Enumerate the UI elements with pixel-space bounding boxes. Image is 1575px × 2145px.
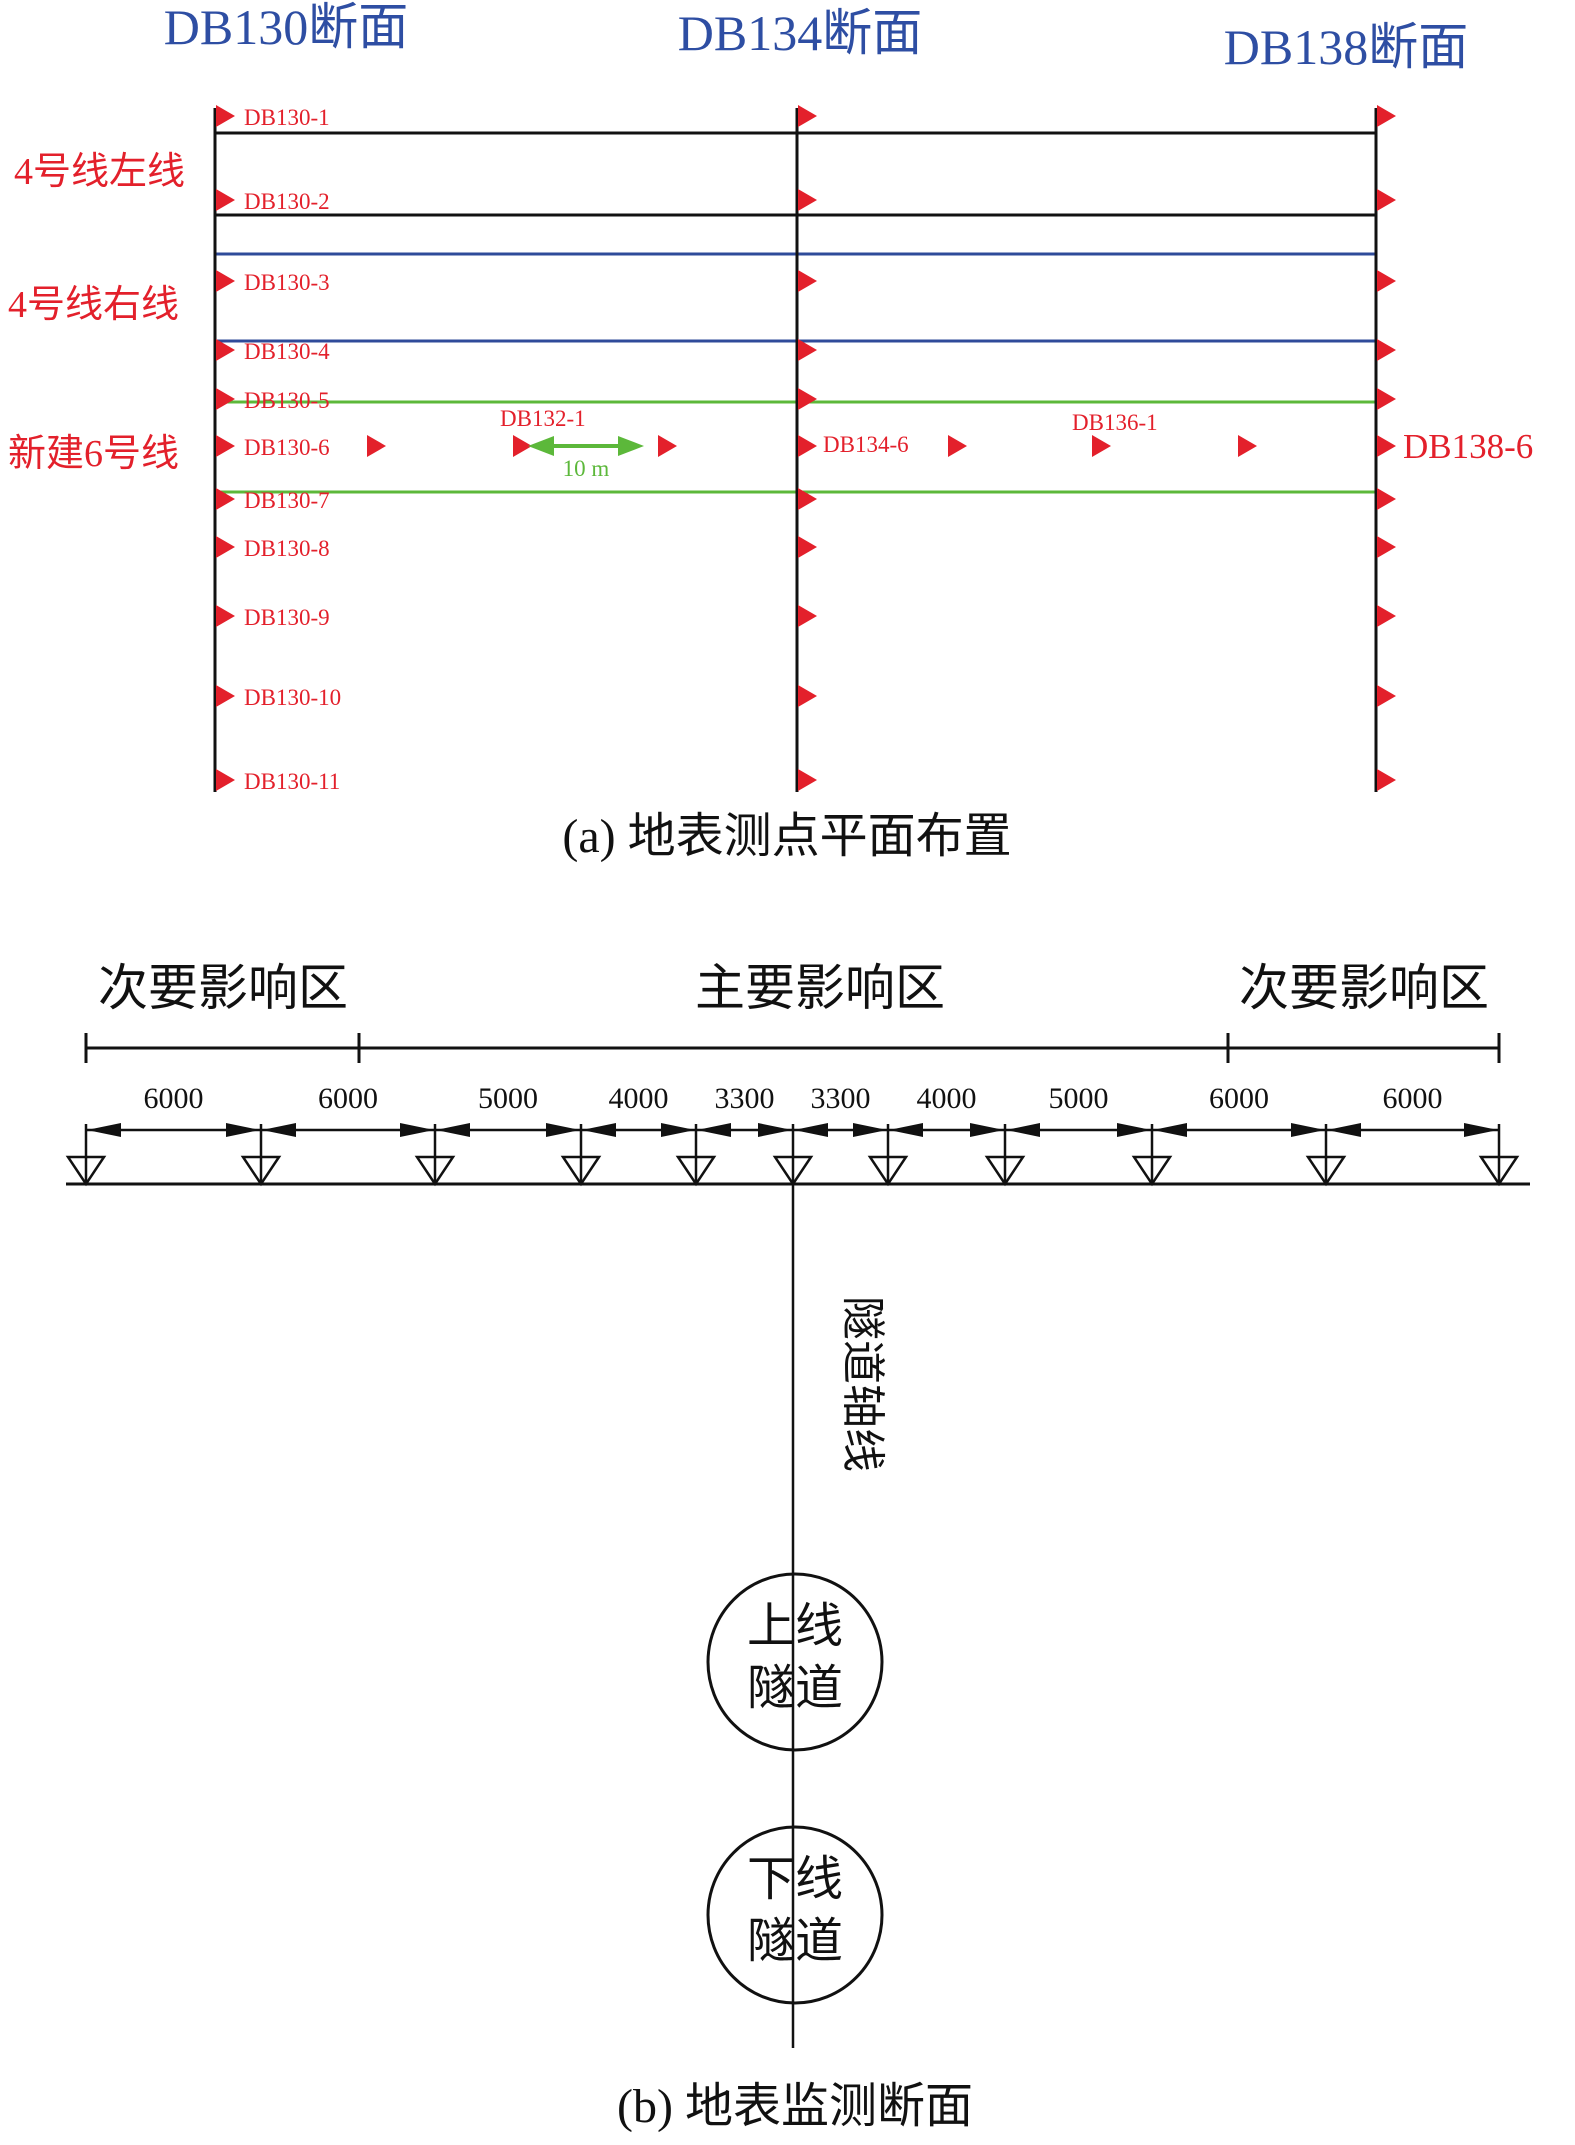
plan-layout: DB130断面 DB134断面 DB138断面 4号线左线 4号线右线 新建6号… (8, 0, 1533, 863)
measuring-point-marker-icon (948, 435, 967, 457)
point-label: DB130-6 (244, 435, 330, 460)
zone-label-primary: 主要影响区 (695, 960, 945, 1016)
point-label: DB130-9 (244, 605, 330, 630)
lower-tunnel-label-1: 下线 (747, 1853, 843, 1906)
measuring-point-marker-icon (798, 435, 817, 457)
measuring-point-marker-icon (798, 189, 817, 211)
measuring-point-marker-icon (216, 605, 235, 627)
measuring-point-marker-icon (1092, 435, 1111, 457)
spacing-value: 6000 (1209, 1082, 1269, 1115)
measuring-point-marker-icon (658, 435, 677, 457)
spacing-value: 4000 (609, 1082, 669, 1115)
measuring-point-marker-icon (1377, 536, 1396, 558)
measuring-point-marker-icon (216, 769, 235, 791)
tunnel-axis-label: 隧道轴线 (838, 1296, 887, 1472)
measuring-point-marker-icon (798, 388, 817, 410)
measuring-point-marker-icon (216, 488, 235, 510)
measuring-point-marker-icon (216, 435, 235, 457)
point-label: DB130-2 (244, 189, 330, 214)
measuring-point-marker-icon (1377, 488, 1396, 510)
measuring-point-marker-icon (1377, 105, 1396, 127)
spacing-value: 5000 (478, 1082, 538, 1115)
measuring-point-marker-icon (798, 769, 817, 791)
point-label-db134-6: DB134-6 (823, 432, 909, 457)
label-line6-new: 新建6号线 (8, 433, 179, 475)
measuring-point-marker-icon (216, 105, 235, 127)
spacing-arrow-icon (528, 436, 644, 456)
measuring-point-marker-icon (1377, 685, 1396, 707)
measuring-point-marker-icon (798, 605, 817, 627)
spacing-value: 6000 (144, 1082, 204, 1115)
measuring-point-marker-icon (216, 388, 235, 410)
measuring-point-marker-icon (1377, 339, 1396, 361)
spacing-label: 10 m (563, 456, 610, 481)
point-label-db138-6: DB138-6 (1403, 427, 1533, 466)
measuring-point-marker-icon (1238, 435, 1257, 457)
spacing-value: 4000 (917, 1082, 977, 1115)
measuring-point-marker-icon (1377, 388, 1396, 410)
caption-a: (a) 地表测点平面布置 (562, 810, 1011, 863)
measuring-point-marker-icon (798, 685, 817, 707)
point-label: DB130-1 (244, 105, 330, 130)
measuring-point-marker-icon (798, 536, 817, 558)
upper-tunnel-circle (706, 1572, 884, 1752)
measuring-point-marker-icon (798, 105, 817, 127)
upper-tunnel-label-1: 上线 (747, 1600, 843, 1653)
point-label-db136-1: DB136-1 (1072, 410, 1158, 435)
caption-b: (b) 地表监测断面 (617, 2080, 973, 2133)
measuring-point-marker-icon (798, 339, 817, 361)
measuring-point-marker-icon (1377, 605, 1396, 627)
section-title-db138: DB138断面 (1224, 19, 1468, 75)
monitoring-section: 次要影响区 主要影响区 次要影响区 6000 6000 5000 4000 3300 33… (65, 960, 1530, 2133)
spacing-value: 3300 (811, 1082, 871, 1115)
measuring-point-marker-icon (216, 536, 235, 558)
lower-tunnel-circle (706, 1825, 884, 2005)
section-title-db134: DB134断面 (678, 5, 922, 61)
zone-label-secondary-right: 次要影响区 (1239, 960, 1489, 1016)
point-label: DB130-10 (244, 685, 341, 710)
zone-label-secondary-left: 次要影响区 (98, 960, 348, 1016)
lower-tunnel-label-2: 隧道 (747, 1915, 843, 1968)
point-label: DB130-7 (244, 488, 330, 513)
spacing-value: 5000 (1049, 1082, 1109, 1115)
measuring-point-marker-icon (513, 435, 532, 457)
measuring-point-marker-icon (216, 339, 235, 361)
label-line4-right: 4号线右线 (8, 284, 179, 326)
zone-dimension-line (84, 1033, 1501, 1063)
measuring-point-marker-icon (367, 435, 386, 457)
spacing-value: 6000 (318, 1082, 378, 1115)
measuring-point-marker-icon (1377, 769, 1396, 791)
measuring-point-marker-icon (1377, 435, 1396, 457)
spacing-value: 3300 (715, 1082, 775, 1115)
section-title-db130: DB130断面 (164, 0, 408, 55)
point-label: DB130-4 (244, 339, 330, 364)
measuring-point-marker-icon (1377, 270, 1396, 292)
point-label: DB130-11 (244, 769, 340, 794)
measuring-point-marker-icon (216, 189, 235, 211)
measuring-point-marker-icon (1377, 189, 1396, 211)
point-label-db132-1: DB132-1 (500, 406, 586, 431)
measuring-point-marker-icon (798, 270, 817, 292)
spacing-value: 6000 (1383, 1082, 1443, 1115)
point-label: DB130-8 (244, 536, 330, 561)
point-label: DB130-3 (244, 270, 330, 295)
point-label: DB130-5 (244, 388, 330, 413)
measuring-point-marker-icon (798, 488, 817, 510)
measuring-point-marker-icon (216, 685, 235, 707)
label-line4-left: 4号线左线 (14, 151, 185, 193)
measuring-point-marker-icon (216, 270, 235, 292)
upper-tunnel-label-2: 隧道 (747, 1662, 843, 1715)
